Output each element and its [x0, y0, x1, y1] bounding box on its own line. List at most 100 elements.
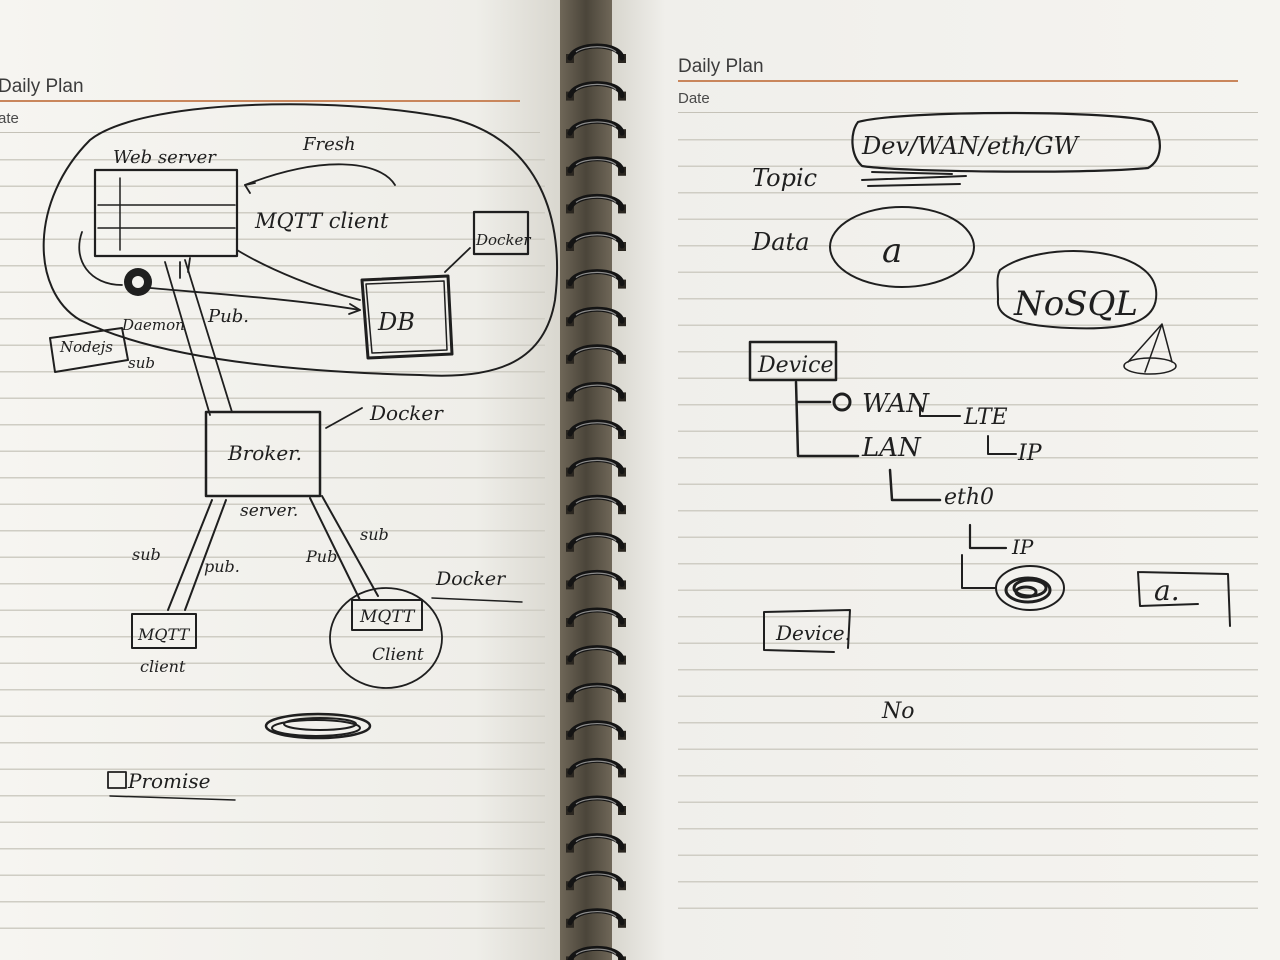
- spiral-ring-highlight: [575, 572, 617, 579]
- left-header-rule: [0, 100, 520, 102]
- wan-label: WAN: [862, 389, 930, 419]
- wan-node-icon: [832, 392, 852, 412]
- a-box: [1137, 571, 1231, 627]
- spiral-ring-highlight: [575, 948, 617, 955]
- spiral-ring: [567, 645, 625, 663]
- spiral-ring-highlight: [575, 647, 617, 655]
- lte-label: LTE: [963, 405, 1008, 430]
- webserver-broker-line-1: [164, 261, 211, 416]
- device-small-box: [763, 609, 851, 653]
- right-header-title: Daily Plan: [678, 56, 764, 77]
- docker-broker-pointer: [325, 407, 363, 429]
- promise-checkbox: [107, 771, 127, 789]
- device-box: [748, 340, 838, 382]
- scribble-left: [264, 712, 372, 740]
- topic-path-label: Dev/WAN/eth/GW: [861, 132, 1081, 160]
- spiral-ring-highlight: [575, 685, 617, 692]
- mqtt-client-br-label-2: Client: [372, 645, 424, 665]
- spiral-ring: [567, 81, 625, 99]
- fresh-arrowhead: [244, 182, 256, 194]
- right-header-rule: [678, 80, 1238, 82]
- server-label: server.: [240, 501, 298, 521]
- webserver-broker-line-2: [184, 259, 233, 413]
- promise-underline: [109, 795, 236, 801]
- spiral-ring: [567, 118, 625, 136]
- ip-tree-branch: [961, 554, 997, 589]
- spiral-ring: [567, 419, 625, 437]
- docker-top-label: Docker: [475, 231, 531, 249]
- spiral-ring: [567, 43, 625, 61]
- spiral-ring-highlight: [575, 46, 617, 53]
- lan-label: LAN: [861, 433, 922, 463]
- mqtt-to-db-arrow: [236, 249, 361, 301]
- sub-br-label: sub: [360, 525, 389, 544]
- spiral-ring: [567, 946, 625, 960]
- broker-to-client-left-1: [167, 499, 213, 611]
- spiral-ring-highlight: [575, 534, 617, 542]
- pub-top-label: Pub.: [207, 306, 249, 327]
- spiral-ring: [567, 908, 625, 926]
- left-page: Daily Plan ate: [0, 0, 560, 960]
- docker-top-box: [472, 210, 530, 256]
- system-boundary-ellipse: [42, 103, 559, 377]
- nodejs-tag: [49, 327, 129, 373]
- spiral-ring: [567, 607, 625, 625]
- web-server-label: Web server: [113, 147, 217, 168]
- device-small-label: Device.: [775, 621, 851, 645]
- right-header-date: Date: [678, 90, 710, 107]
- device-tree-trunk: [794, 380, 860, 458]
- spiral-ring: [567, 382, 625, 399]
- spiral-ring: [567, 306, 625, 324]
- daemon-loop-arrow: [78, 231, 123, 286]
- broker-to-client-right-2: [321, 495, 379, 597]
- mqtt-client-br-box: [351, 599, 423, 631]
- db-cone-icon: [1123, 323, 1177, 375]
- spiral-ring-highlight: [575, 760, 617, 767]
- left-header-title: Daily Plan: [0, 76, 84, 97]
- lte-tree-branch: [987, 435, 1017, 455]
- right-ruled-lines: [678, 114, 1258, 934]
- docker-bottom-label: Docker: [435, 568, 507, 590]
- spiral-ring-highlight: [575, 346, 617, 354]
- mqtt-client-top-label: MQTT client: [254, 209, 389, 233]
- mqtt-client-br-label-1: MQTT: [359, 607, 416, 627]
- spiral-ring: [567, 720, 625, 738]
- fresh-label: Fresh: [302, 134, 356, 155]
- topic-strikethrough: [861, 171, 967, 187]
- nodejs-label: Nodejs: [59, 338, 113, 356]
- spiral-ring: [567, 682, 625, 700]
- sub-bl-label: sub: [132, 545, 161, 564]
- docker-broker-label: Docker: [369, 401, 444, 425]
- spiral-ring: [567, 758, 625, 775]
- spiral-ring-highlight: [575, 873, 617, 880]
- spiral-ring-highlight: [575, 798, 617, 805]
- topic-path-box: [851, 111, 1161, 173]
- spiral-ring: [567, 344, 625, 362]
- ip-value-scribble: [1004, 576, 1052, 604]
- ip-value-circle: [995, 565, 1065, 611]
- right-page: Daily Plan Date: [612, 0, 1280, 960]
- spiral-ring-highlight: [575, 497, 617, 504]
- spiral-ring-highlight: [575, 83, 617, 91]
- sub-left-label: sub: [128, 354, 155, 372]
- spiral-ring-highlight: [575, 459, 617, 467]
- nosql-label: NoSQL: [1013, 284, 1138, 324]
- spiral-ring-highlight: [575, 121, 617, 128]
- eth0-label: eth0: [944, 485, 994, 510]
- fresh-arrow: [244, 163, 396, 186]
- data-label: Data: [751, 228, 810, 256]
- topic-label: Topic: [752, 164, 817, 192]
- docker-top-pointer: [444, 247, 471, 273]
- db-arrowhead: [348, 303, 361, 315]
- db-box: [360, 274, 454, 360]
- ip-2-label: IP: [1011, 535, 1034, 559]
- left-header-date: ate: [0, 110, 19, 127]
- lan-tree-branch: [888, 468, 942, 502]
- data-value-circle: [829, 206, 975, 288]
- spiral-ring: [567, 457, 625, 475]
- spiral-ring: [567, 795, 625, 813]
- db-box-inner: [365, 280, 448, 354]
- broker-to-client-left-2: [184, 499, 227, 611]
